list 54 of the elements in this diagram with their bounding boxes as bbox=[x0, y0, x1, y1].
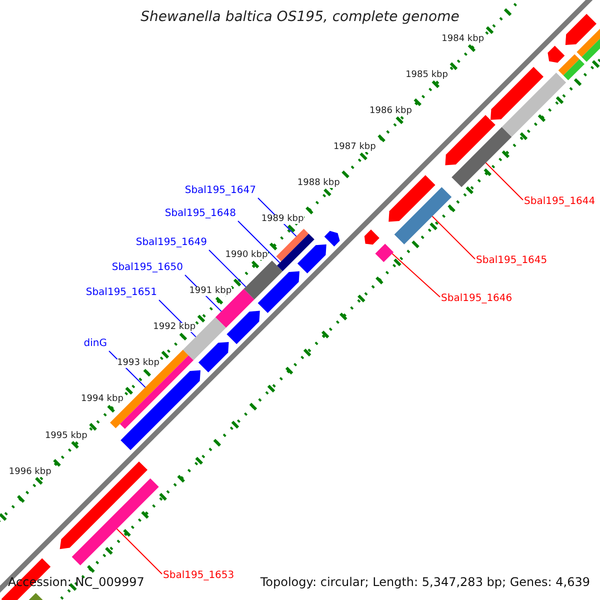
gene-feature bbox=[490, 66, 544, 120]
gene-label: dinG bbox=[84, 339, 107, 349]
gene-feature bbox=[276, 228, 309, 262]
leader-line bbox=[392, 253, 440, 298]
tick-label: 1987 kbp bbox=[333, 143, 376, 152]
tick-label: 1992 kbp bbox=[153, 323, 196, 332]
gene-label: Sbal195_1653 bbox=[163, 571, 234, 581]
tick-label: 1989 kbp bbox=[261, 215, 304, 224]
gene-label: Sbal195_1650 bbox=[112, 263, 183, 273]
gene-label: Sbal195_1647 bbox=[184, 186, 256, 196]
title: Shewanella baltica OS195, complete genome bbox=[140, 9, 460, 25]
tick-label: 1985 kbp bbox=[406, 70, 448, 80]
leader-line bbox=[116, 528, 162, 574]
gene-label: Sbal195_1648 bbox=[164, 209, 236, 219]
gene-label: Sbal195_1646 bbox=[441, 294, 512, 304]
leader-line bbox=[485, 162, 524, 200]
gene-feature bbox=[324, 230, 340, 246]
leader-line bbox=[432, 216, 476, 260]
leader-line bbox=[208, 250, 246, 288]
gene-feature bbox=[394, 187, 452, 244]
tick-label: 1993 kbp bbox=[117, 359, 160, 368]
gene-feature bbox=[558, 54, 580, 76]
tick-label: 1995 kbp bbox=[44, 432, 88, 441]
gene-feature bbox=[502, 72, 566, 137]
gene-feature bbox=[364, 230, 380, 245]
gene-feature bbox=[388, 175, 436, 222]
gene-feature bbox=[244, 260, 283, 300]
gene-feature bbox=[563, 59, 584, 80]
tick-label: 1988 kbp bbox=[297, 179, 340, 188]
gene-feature bbox=[375, 244, 394, 262]
gene-feature bbox=[72, 478, 159, 566]
gene-label: Sbal195_1651 bbox=[86, 288, 157, 298]
gene-feature bbox=[297, 244, 326, 274]
gene-label: Sbal195_1649 bbox=[136, 238, 207, 248]
gene-feature bbox=[198, 342, 229, 372]
tick-label: 1994 kbp bbox=[81, 395, 124, 404]
genome-stats-text: Topology: circular; Length: 5,347,283 bp; Genes: 4,639 bbox=[260, 576, 590, 588]
gene-feature bbox=[445, 115, 496, 166]
gene-label: Sbal195_1644 bbox=[524, 197, 596, 207]
leader-line bbox=[238, 220, 280, 264]
tick-label: 1986 kbp bbox=[370, 106, 412, 116]
gene-feature bbox=[576, 26, 600, 57]
gene-feature bbox=[452, 127, 512, 188]
gene-feature bbox=[60, 462, 148, 550]
gene-feature bbox=[565, 14, 596, 45]
gene-feature bbox=[226, 310, 260, 344]
tick-label: 1990 kbp bbox=[225, 251, 268, 260]
tick-label: 1991 kbp bbox=[189, 287, 232, 296]
gene-label: Sbal195_1645 bbox=[476, 256, 548, 266]
tick-label: 1984 kbp bbox=[442, 34, 484, 44]
gene-feature bbox=[548, 46, 565, 63]
tick-label: 1996 kbp bbox=[8, 468, 52, 477]
gene-feature bbox=[258, 271, 300, 313]
gene-feature bbox=[276, 234, 314, 272]
